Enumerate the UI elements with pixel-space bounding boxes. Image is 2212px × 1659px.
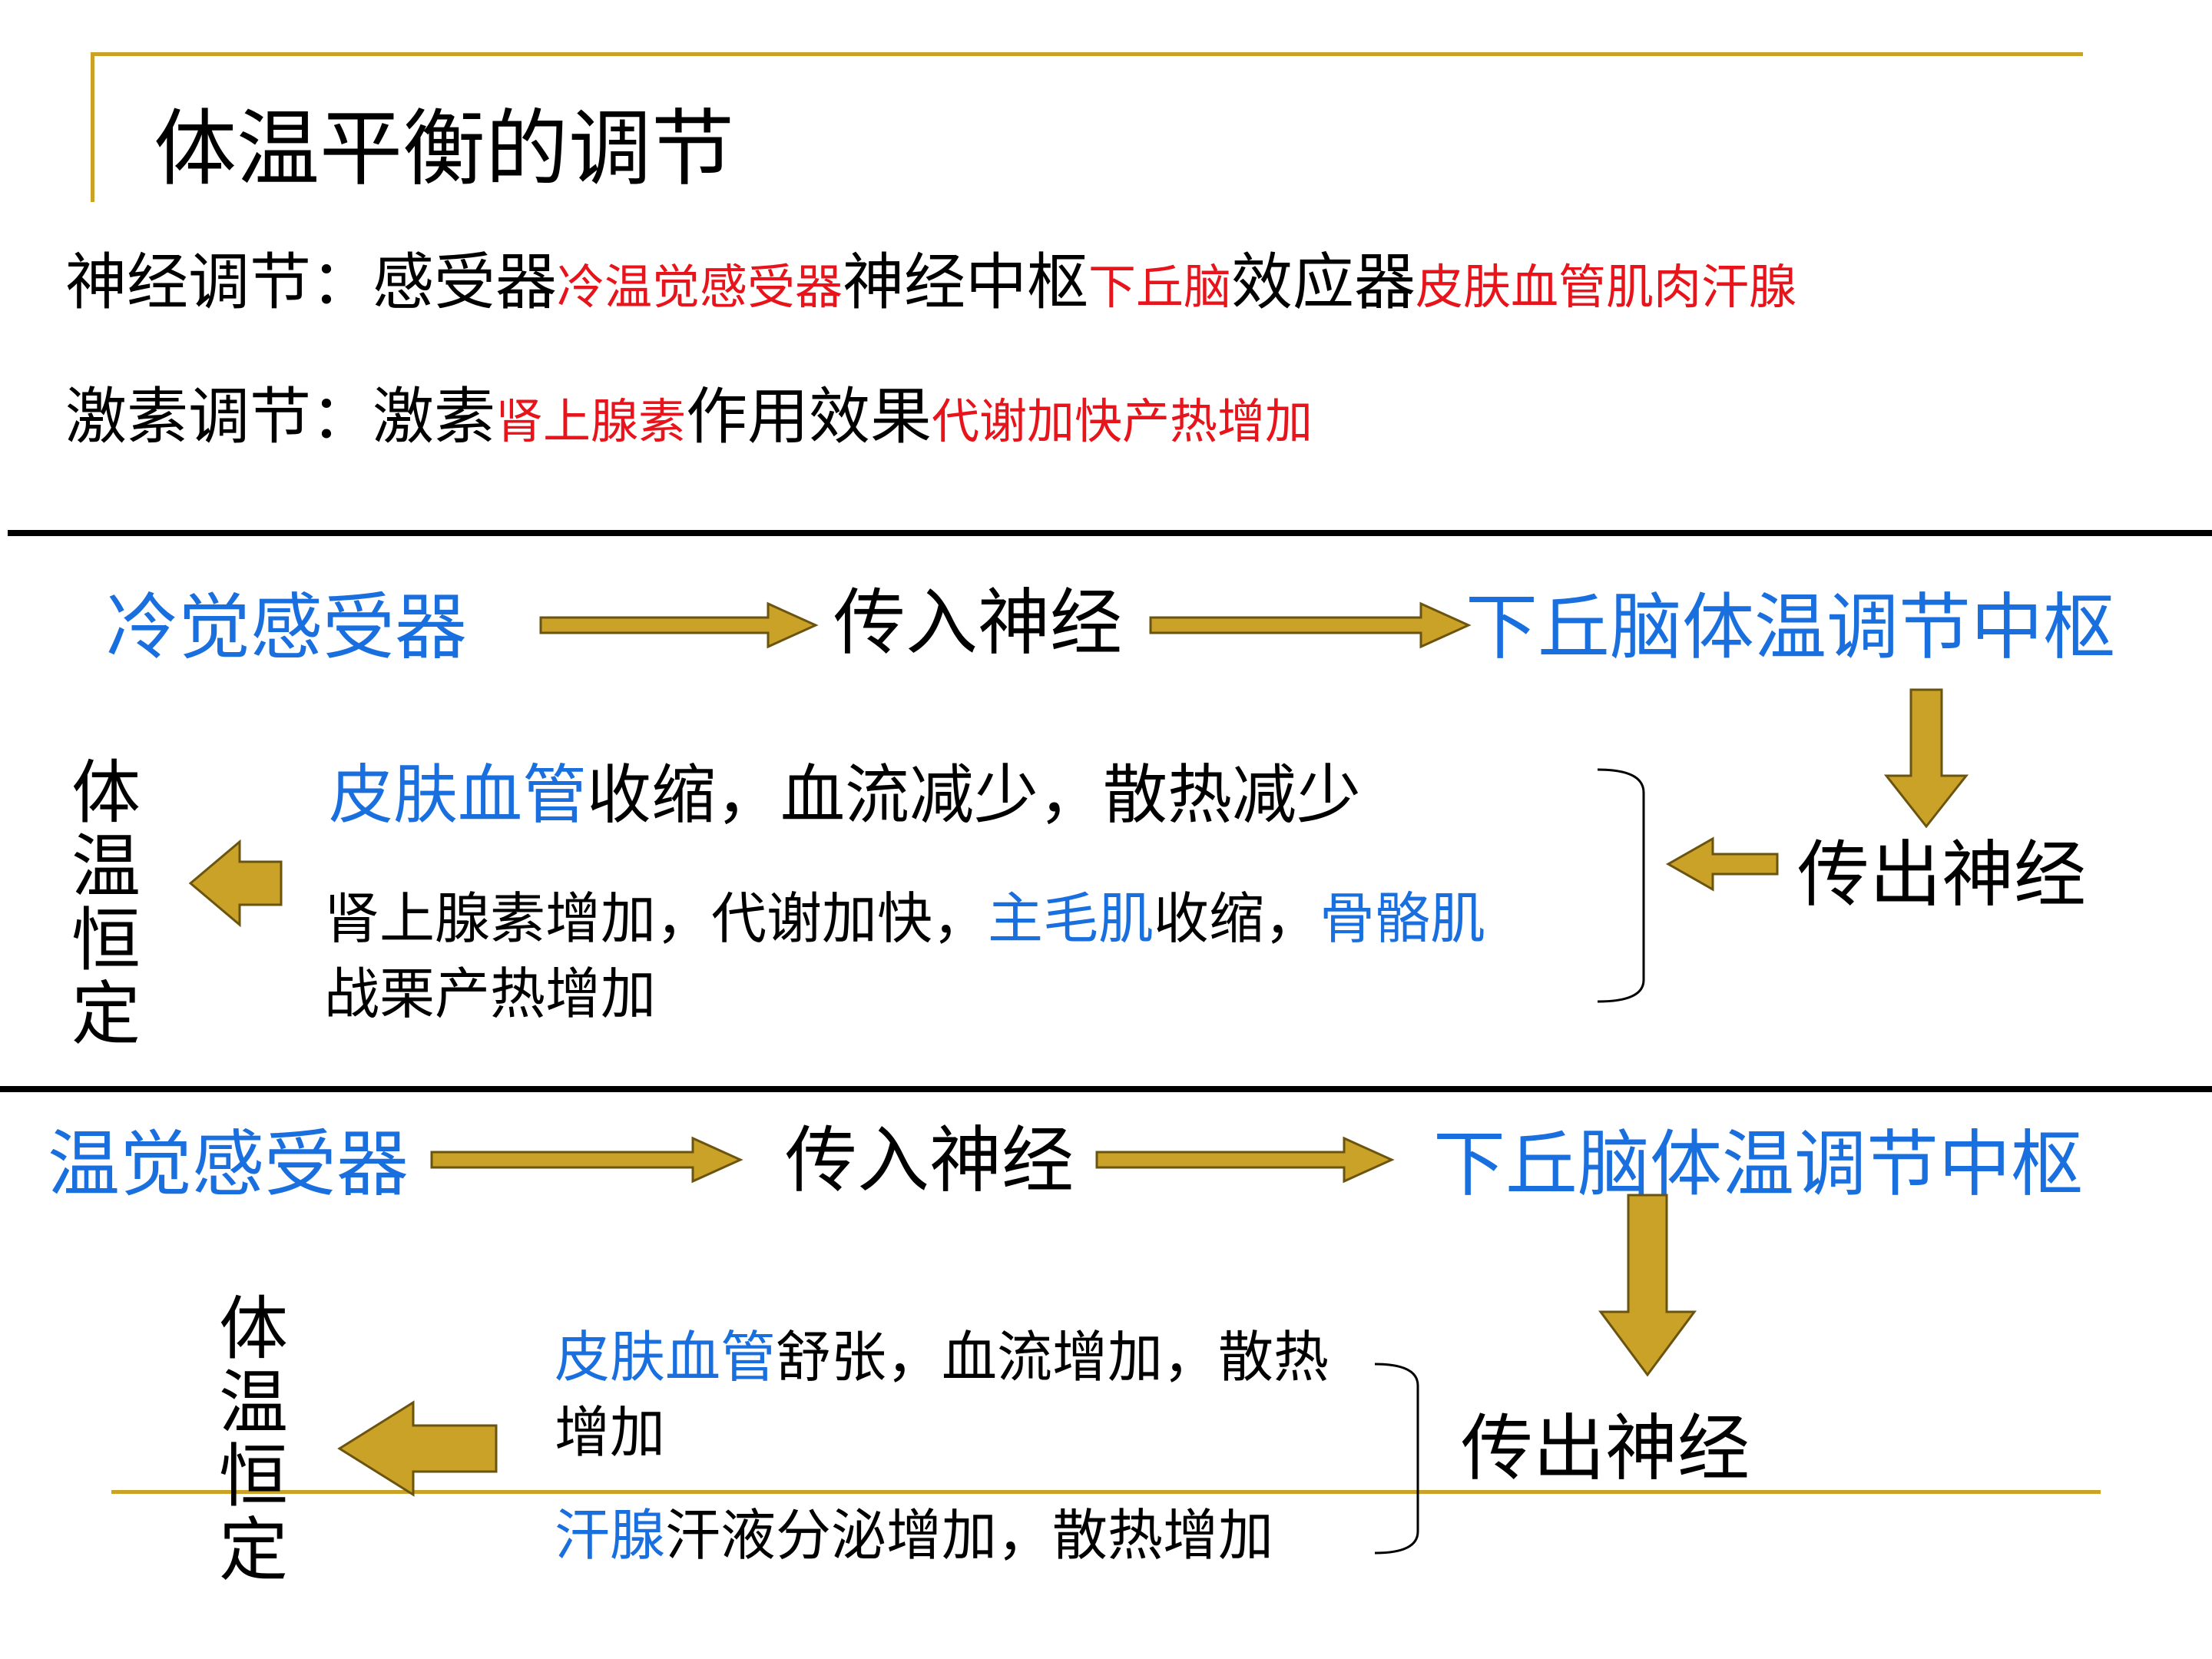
bottom-rule (111, 1490, 2101, 1494)
cold-result-char: 定 (71, 974, 141, 1055)
cold-receptor: 冷觉感受器 (106, 586, 468, 670)
cold-brace (1597, 768, 1645, 1003)
page-title: 体温平衡的调节 (154, 101, 735, 197)
cold-afferent-nerve: 传入神经 (833, 581, 1123, 665)
cold-response-vessels: 皮肤血管收缩，血流减少，散热减少 (329, 757, 1361, 833)
effect-value: 代谢加快产热增加 (932, 393, 1313, 449)
cold-result-char: 体 (71, 753, 141, 833)
cold-hair-muscle-term: 主毛肌 (988, 886, 1154, 951)
cold-result: 体 温 恒 定 (68, 757, 144, 1051)
effector-value: 皮肤血管肌肉汗腺 (1416, 259, 1797, 315)
warm-result: 体 温 恒 定 (215, 1293, 292, 1588)
warm-result-char: 温 (219, 1363, 288, 1443)
arrow-left-icon (188, 839, 283, 928)
cold-vessels-term: 皮肤血管 (329, 757, 588, 833)
effector-label: 效应器 (1231, 247, 1416, 318)
divider-lower (0, 1086, 2212, 1092)
arrow-right-icon (1149, 601, 1472, 649)
top-rule (91, 52, 2083, 56)
neural-regulation-row: 神经调节：感受器冷温觉感受器神经中枢下丘脑效应器皮肤血管肌肉汗腺 (65, 244, 1796, 326)
cold-metabolism-text2: 收缩， (1154, 886, 1320, 951)
cold-metabolism-text1: 肾上腺素增加，代谢加快， (324, 886, 988, 951)
hormone-type-label: 激素 (373, 381, 495, 452)
hormone-regulation-row: 激素调节：激素肾上腺素作用效果代谢加快产热增加 (65, 379, 1313, 460)
arrow-left-icon (337, 1400, 498, 1497)
effect-label: 作用效果 (686, 381, 932, 452)
warm-vessels-text: 舒张，血流增加，散热增加 (555, 1325, 1330, 1465)
neural-label: 神经调节： (65, 247, 373, 318)
warm-receptor: 温觉感受器 (48, 1123, 409, 1207)
warm-sweat-text: 汗液分泌增加，散热增加 (665, 1503, 1274, 1568)
warm-response-vessels: 皮肤血管舒张，血流增加，散热增加 (555, 1320, 1384, 1470)
divider-upper (8, 530, 2212, 536)
cold-skeletal-muscle-term: 骨骼肌 (1320, 886, 1486, 951)
warm-hypothalamus-center: 下丘脑体温调节中枢 (1433, 1123, 2084, 1207)
cold-efferent-nerve: 传出神经 (1797, 833, 2087, 917)
warm-afferent-nerve: 传入神经 (785, 1119, 1075, 1203)
warm-response-sweat: 汗腺汗液分泌增加，散热增加 (555, 1498, 1461, 1573)
receptor-value: 冷温觉感受器 (557, 259, 843, 315)
hormone-label: 激素调节： (65, 381, 373, 452)
warm-vessels-term: 皮肤血管 (555, 1325, 777, 1389)
title-side-rule (91, 52, 94, 202)
arrow-right-icon (539, 601, 819, 649)
warm-result-char: 恒 (219, 1436, 288, 1517)
warm-sweat-term: 汗腺 (555, 1503, 666, 1568)
center-label: 神经中枢 (843, 247, 1089, 318)
center-value: 下丘脑 (1088, 259, 1232, 315)
cold-metabolism-text3: 战栗产热增加 (324, 962, 657, 1026)
cold-result-char: 温 (71, 826, 141, 907)
cold-result-char: 恒 (71, 900, 141, 981)
arrow-down-icon (1883, 688, 1969, 829)
hormone-value: 肾上腺素 (495, 393, 687, 449)
arrow-down-icon (1598, 1194, 1697, 1377)
cold-vessels-text: 收缩，血流减少，散热减少 (587, 757, 1362, 833)
warm-brace (1374, 1363, 1419, 1555)
arrow-right-icon (1095, 1136, 1395, 1184)
cold-response-metabolism: 肾上腺素增加，代谢加快，主毛肌收缩，骨骼肌战栗产热增加 (324, 881, 1499, 1031)
arrow-right-icon (430, 1136, 743, 1184)
arrow-left-icon (1665, 836, 1779, 892)
warm-result-char: 体 (219, 1289, 288, 1369)
receptor-label: 感受器 (373, 247, 557, 318)
cold-hypothalamus-center: 下丘脑体温调节中枢 (1465, 586, 2116, 670)
warm-efferent-nerve: 传出神经 (1461, 1407, 1750, 1491)
warm-result-char: 定 (219, 1510, 288, 1591)
